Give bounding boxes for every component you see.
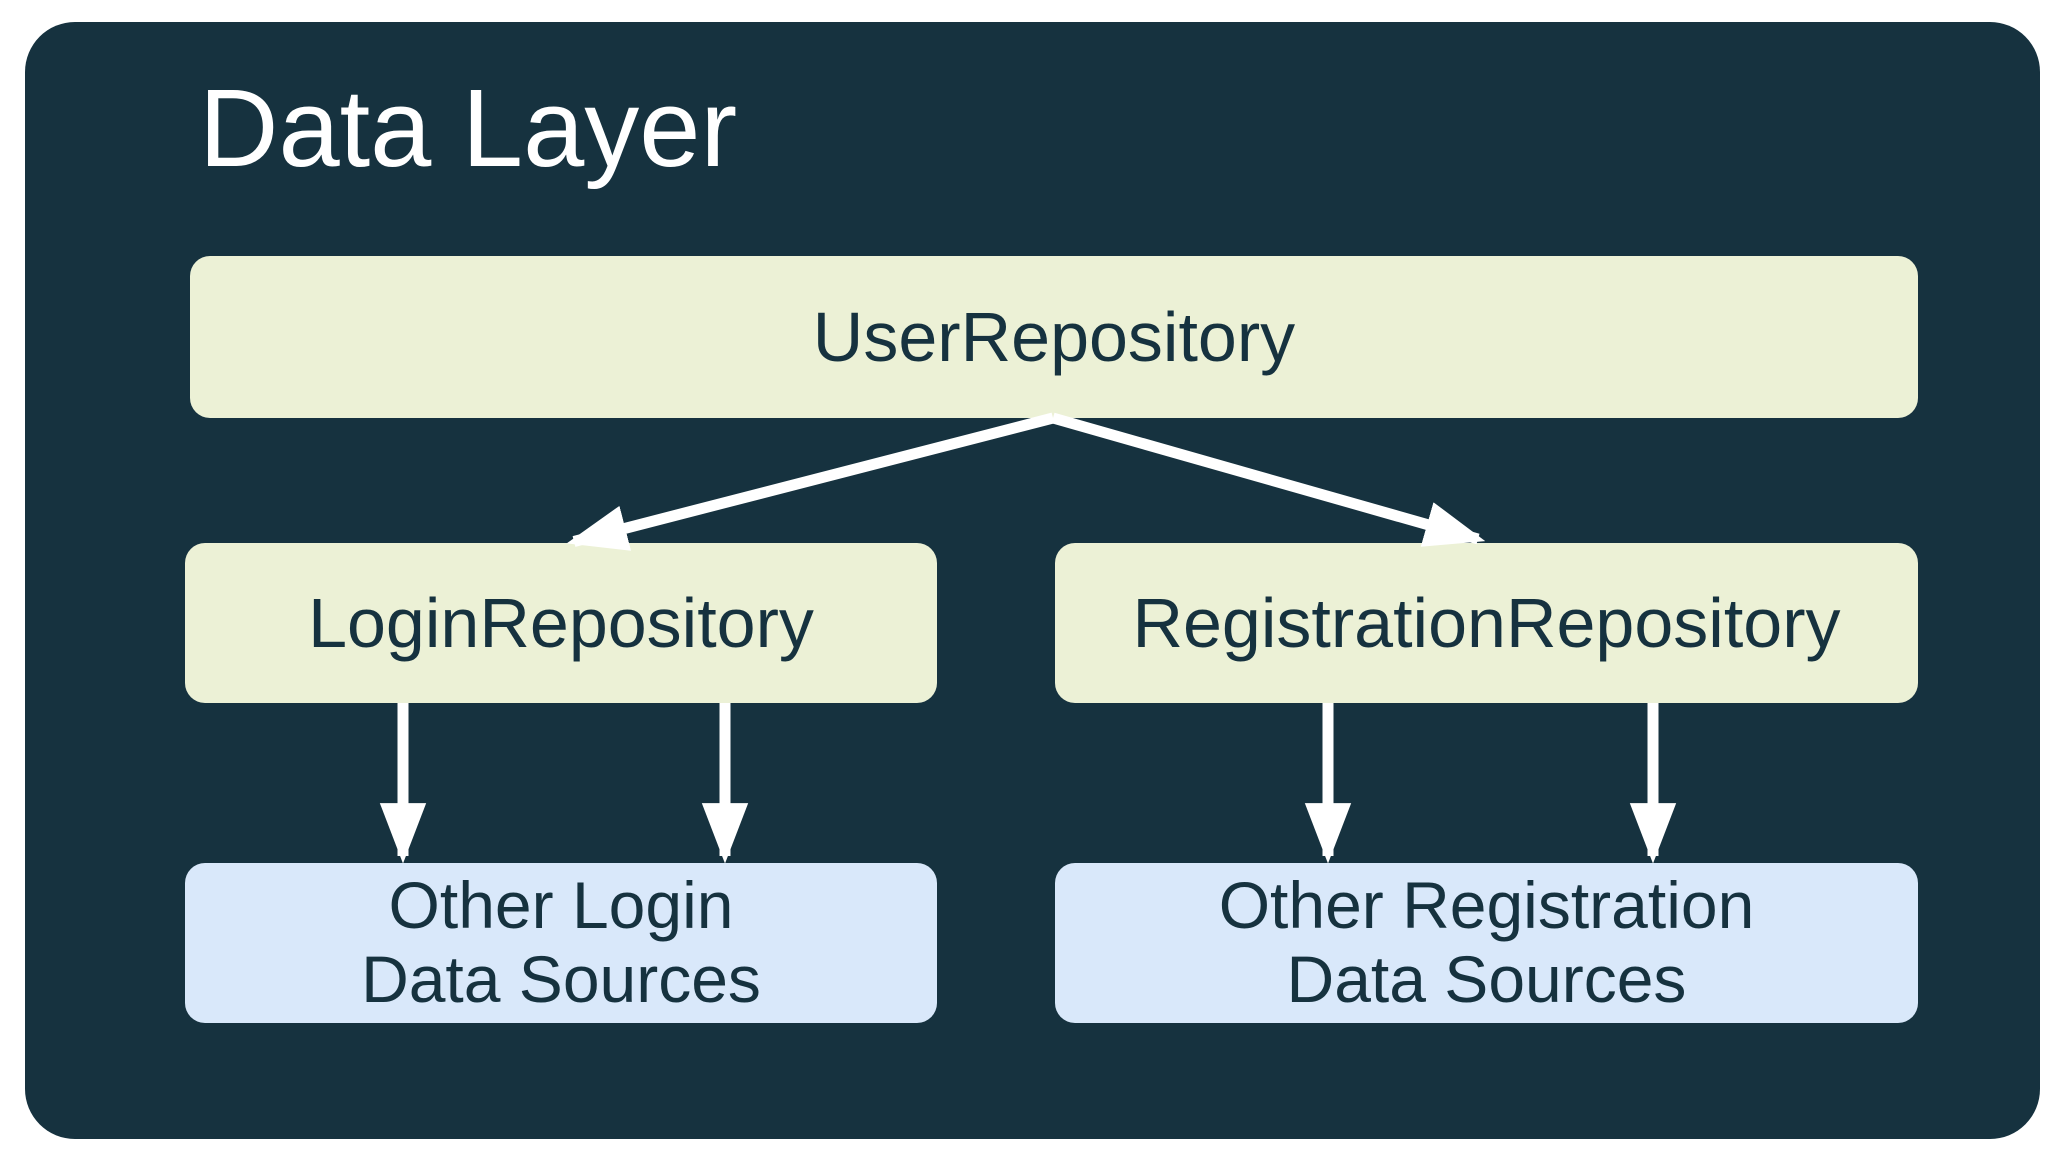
node-user-repository: UserRepository [190,256,1918,418]
node-other-registration-data-sources-label: Other Registration Data Sources [1218,868,1755,1016]
node-registration-repository-label: RegistrationRepository [1132,583,1841,662]
node-registration-repository: RegistrationRepository [1055,543,1918,703]
node-other-login-data-sources: Other Login Data Sources [185,863,937,1023]
node-login-repository: LoginRepository [185,543,937,703]
node-other-login-data-sources-label: Other Login Data Sources [361,868,761,1016]
node-login-repository-label: LoginRepository [308,583,814,662]
node-user-repository-label: UserRepository [812,297,1296,376]
data-layer-container: Data Layer UserRepository LoginRepositor… [25,22,2040,1139]
diagram-title: Data Layer [199,67,738,190]
node-other-registration-data-sources: Other Registration Data Sources [1055,863,1918,1023]
arrow-userrepository-to-loginrepository [566,412,1055,551]
arrow-userrepository-to-registrationrepository [1051,412,1486,547]
